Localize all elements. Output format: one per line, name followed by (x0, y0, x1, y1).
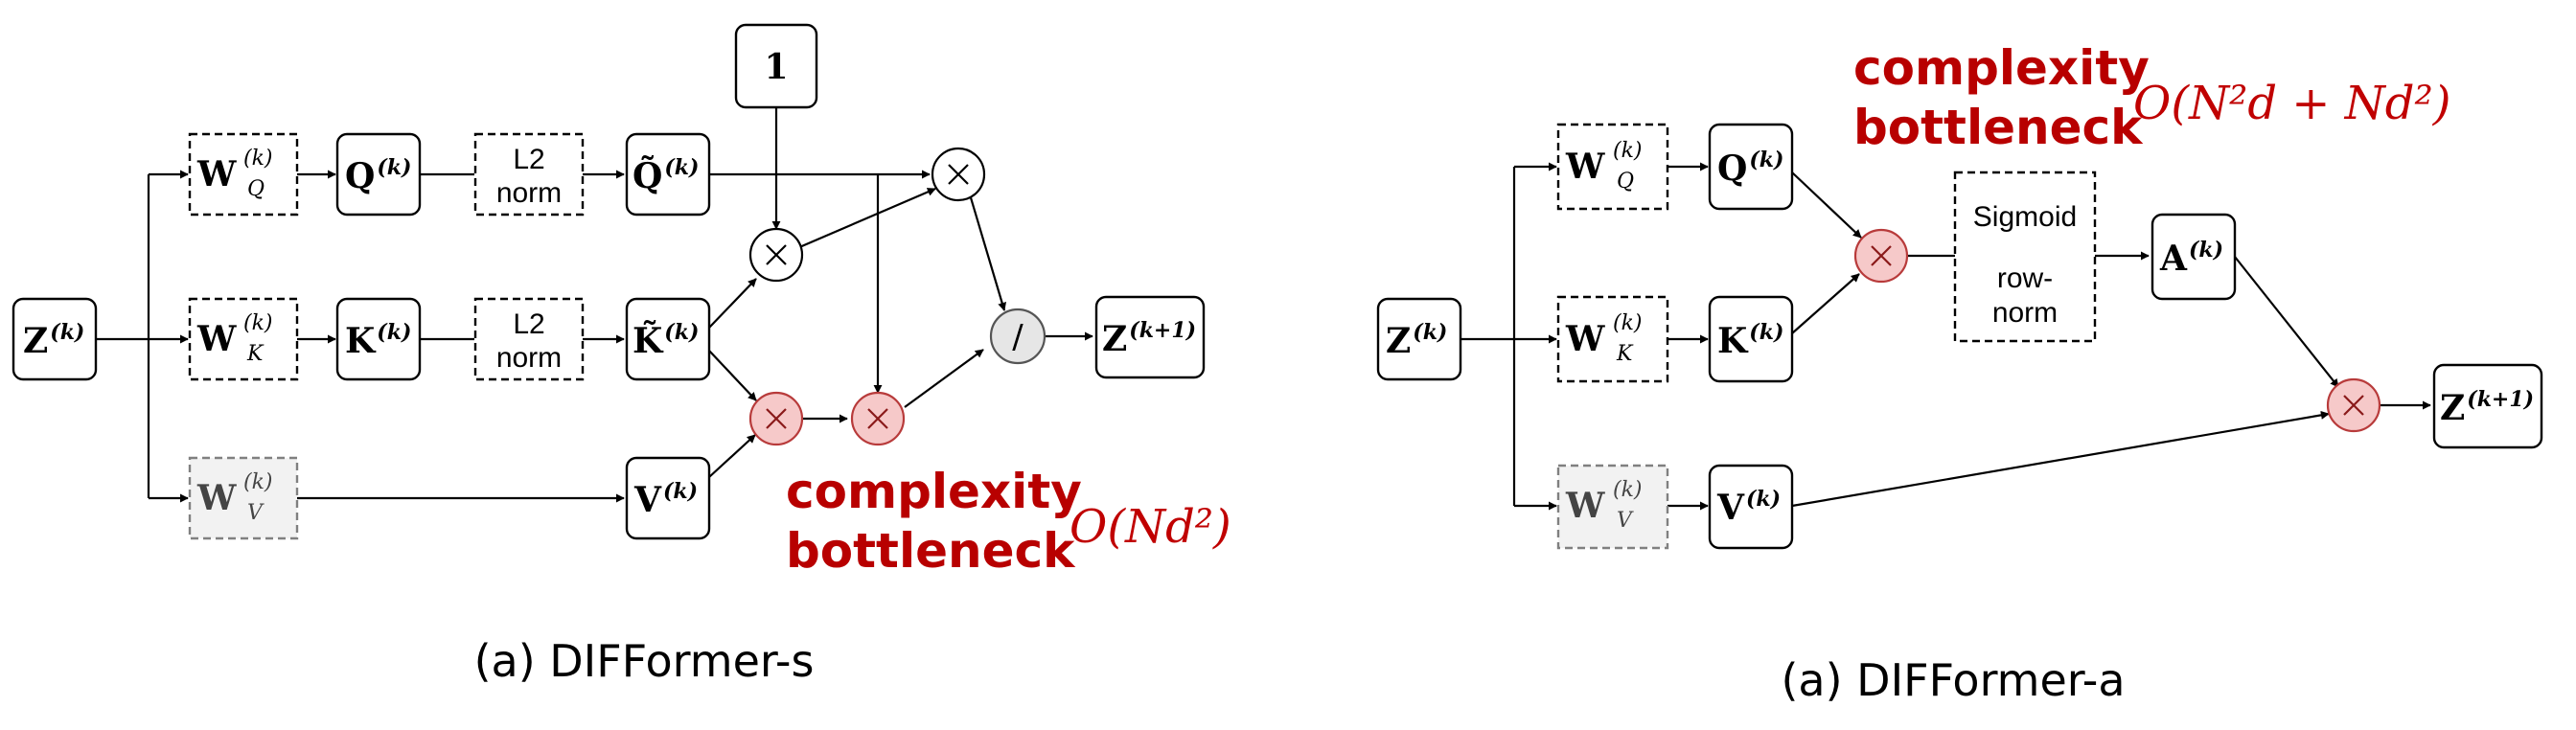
k-tilde-node: K̃(k) (625, 297, 711, 381)
complexity-annotation-s: complexity bottleneck O(Nd²) (786, 464, 1231, 579)
svg-text:/: / (1012, 318, 1024, 356)
v-node-a: V(k) (1708, 464, 1794, 550)
svg-text:1: 1 (764, 47, 788, 87)
multiply-op-kv-bottleneck (748, 391, 804, 446)
svg-text:norm: norm (496, 177, 562, 209)
v-node: V(k) (625, 456, 711, 540)
caption-s: (a) DIFFormer-s (474, 635, 815, 687)
svg-text:V(k): V(k) (1716, 487, 1781, 528)
ones-node: 1 (734, 23, 818, 109)
wq-weight-node: W (k) Q (188, 132, 299, 217)
svg-text:(k): (k) (1613, 139, 1643, 163)
svg-text:bottleneck: bottleneck (786, 523, 1076, 579)
svg-text:W: W (196, 478, 237, 518)
q-node: Q(k) (335, 132, 422, 217)
svg-text:O(N²d + Nd²): O(N²d + Nd²) (2133, 77, 2450, 130)
svg-text:(k): (k) (1613, 478, 1643, 502)
svg-text:norm: norm (1992, 297, 2058, 329)
k-node: K(k) (335, 297, 422, 381)
svg-text:V: V (1617, 509, 1634, 533)
z-out-node: Z(k+1) (1094, 295, 1206, 379)
svg-text:Q(k): Q(k) (1717, 148, 1783, 189)
svg-text:Q(k): Q(k) (345, 155, 411, 196)
k-node-a: K(k) (1708, 295, 1794, 383)
svg-text:L2: L2 (513, 308, 544, 340)
svg-text:K: K (1616, 342, 1634, 366)
svg-text:W: W (196, 319, 237, 359)
divide-op: / (989, 308, 1046, 365)
svg-text:norm: norm (496, 342, 562, 374)
panel-difformer-a: Z(k) W (k) Q W (k) K W (k) V Q(k) K(k) (1376, 40, 2543, 706)
edges-s (96, 107, 1093, 503)
l2-norm-q-node: L2 norm (473, 132, 585, 217)
a-node: A(k) (2150, 213, 2237, 301)
svg-text:(k): (k) (1613, 311, 1643, 335)
svg-text:Q̃(k): Q̃(k) (632, 155, 699, 196)
svg-text:(k): (k) (243, 311, 273, 335)
z-in-node: Z(k) (12, 297, 98, 381)
complexity-annotation-a: complexity bottleneck O(N²d + Nd²) (1853, 40, 2450, 155)
svg-text:K(k): K(k) (1717, 320, 1783, 361)
svg-text:complexity: complexity (786, 464, 1082, 519)
z-in-node-a: Z(k) (1376, 297, 1462, 381)
multiply-op-q-kv (850, 391, 906, 446)
multiply-op-qk-bottleneck (1853, 228, 1909, 284)
svg-text:O(Nd²): O(Nd²) (1070, 500, 1231, 554)
multiply-op-top (931, 147, 986, 202)
svg-text:W: W (196, 154, 237, 194)
q-node-a: Q(k) (1708, 123, 1794, 211)
wv-weight-node-a: W (k) V (1556, 464, 1669, 550)
l2-norm-k-node: L2 norm (473, 297, 585, 381)
wk-weight-node-a: W (k) K (1556, 295, 1669, 383)
svg-text:complexity: complexity (1853, 40, 2150, 96)
svg-text:L2: L2 (513, 144, 544, 175)
svg-text:(k): (k) (243, 147, 273, 171)
multiply-op-av-bottleneck (2326, 377, 2381, 433)
svg-text:W: W (1565, 319, 1605, 359)
svg-text:Sigmoid: Sigmoid (1973, 201, 2077, 233)
svg-text:K: K (246, 342, 264, 366)
wq-weight-node-a: W (k) Q (1556, 123, 1669, 211)
wv-weight-node: W (k) V (188, 456, 299, 540)
svg-text:A(k): A(k) (2159, 238, 2223, 279)
svg-text:K(k): K(k) (345, 320, 411, 361)
panel-difformer-s: Z(k) W (k) Q W (k) K W (k) V Q(k) K(k (12, 23, 1231, 687)
svg-text:Q: Q (1617, 170, 1634, 194)
svg-text:K̃(k): K̃(k) (632, 320, 699, 361)
svg-text:V(k): V(k) (633, 479, 698, 520)
z-out-node-a: Z(k+1) (2432, 363, 2543, 449)
svg-text:W: W (1565, 486, 1605, 526)
svg-text:Z(k): Z(k) (1386, 320, 1447, 361)
svg-text:Z(k+1): Z(k+1) (2440, 387, 2534, 428)
svg-text:(k): (k) (243, 470, 273, 494)
svg-text:bottleneck: bottleneck (1853, 100, 2144, 155)
sigmoid-rownorm-node: Sigmoid row- norm (1953, 171, 2097, 343)
svg-text:Q: Q (247, 177, 264, 201)
svg-text:W: W (1565, 147, 1605, 187)
svg-text:V: V (247, 501, 264, 525)
multiply-op-qk (748, 227, 804, 283)
q-tilde-node: Q̃(k) (625, 132, 711, 217)
svg-text:Z(k): Z(k) (23, 320, 84, 361)
svg-text:Z(k+1): Z(k+1) (1102, 318, 1196, 359)
caption-a: (a) DIFFormer-a (1781, 654, 2125, 706)
svg-text:row-: row- (1997, 262, 2053, 294)
wk-weight-node: W (k) K (188, 297, 299, 381)
